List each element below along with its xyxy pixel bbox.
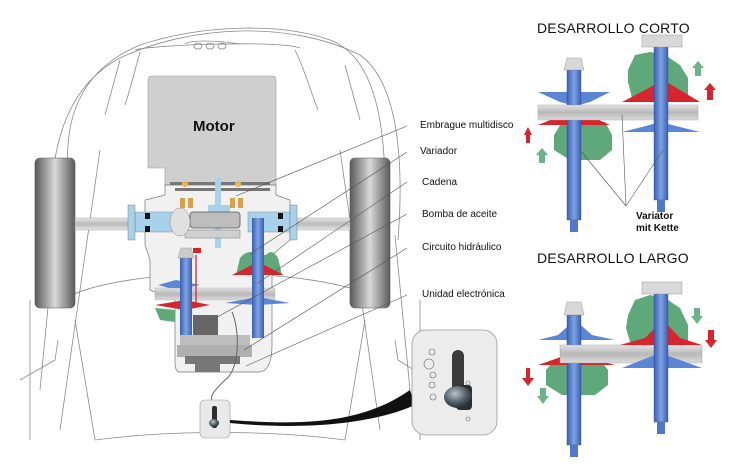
callout-bomba-de-aceite: Bomba de aceite [422,209,498,220]
arrow-down-green-left [537,388,549,404]
right-shaft [653,291,669,423]
gear-parts [127,178,298,253]
panel-title-long-ratio: DESARROLLO LARGO [537,250,689,266]
arrow-down-red-right [705,330,717,348]
left-spline [563,57,585,71]
motor-block [147,75,277,186]
left-shaft [566,69,582,221]
arrow-up-red-right [704,83,716,100]
variator-note-line2: mit Kette [636,223,679,234]
right-spline [641,34,683,48]
large-gear-selector [411,329,498,436]
right-spline [641,281,683,295]
right-shaft [653,44,669,201]
panel-title-short-ratio: DESARROLLO CORTO [537,20,690,36]
arrow-up-green-left [536,148,548,163]
left-green-housing [554,122,612,160]
panel-short-ratio [524,34,716,232]
callout-lines [207,125,408,367]
callout-embrague-multidisco: Embrague multidisco [420,120,514,131]
callout-unidad-electronica: Unidad electrónica [422,289,505,300]
arrow-down-green-right [691,308,703,324]
small-gear-selector [199,399,231,439]
arrow-down-red-left [522,368,534,386]
zoom-wedge [230,390,415,426]
arrow-up-green-right [692,61,704,76]
car-variator [154,218,290,401]
arrow-up-red-left [524,127,532,143]
callout-variador: Variador [420,146,458,157]
left-front-wheel [34,157,76,309]
right-front-wheel [349,157,391,309]
variator-note: Variator mit Kette [636,211,679,235]
variator-note-line1: Variator [636,211,674,222]
chain [537,104,699,121]
callout-circuito-hidraulico: Circuito hidráulico [422,242,502,253]
left-spline [563,301,585,316]
motor-label: Motor [193,118,235,135]
panel-long-ratio [522,281,717,457]
callout-cadena: Cadena [422,177,458,188]
left-shaft [566,314,582,446]
